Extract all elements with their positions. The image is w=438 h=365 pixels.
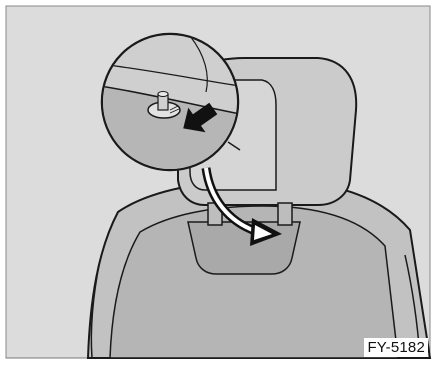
seat-back bbox=[88, 180, 430, 358]
figure-code-label: FY-5182 bbox=[364, 338, 428, 357]
